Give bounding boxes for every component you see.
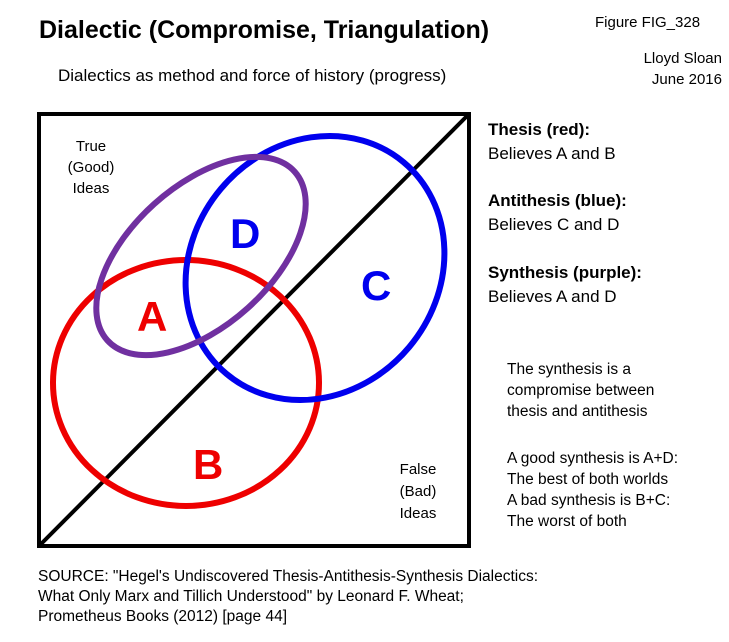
false-label-line: False: [400, 461, 437, 478]
subtitle: Dialectics as method and force of histor…: [58, 66, 447, 85]
legend-antithesis-body: Believes C and D: [488, 215, 620, 234]
figure-id: Figure FIG_328: [595, 14, 701, 31]
legend-thesis: Thesis (red): Believes A and B: [488, 118, 616, 166]
source-line: What Only Marx and Tillich Understood" b…: [38, 588, 464, 605]
region-label-d: D: [230, 210, 260, 257]
legend-synthesis-body: Believes A and D: [488, 287, 617, 306]
false-label-line: Ideas: [400, 505, 437, 522]
note-line: The worst of both: [507, 513, 627, 530]
false-label-line: (Bad): [400, 483, 437, 500]
legend-thesis-body: Believes A and B: [488, 144, 616, 163]
false-ideas-label: False (Bad) Ideas: [400, 461, 437, 522]
diagram-frame: [37, 112, 471, 548]
region-label-b: B: [193, 441, 223, 488]
legend-antithesis-head: Antithesis (blue):: [488, 191, 627, 210]
note-line: A good synthesis is A+D:: [507, 450, 679, 467]
publication-date: June 2016: [651, 71, 722, 88]
legend-synthesis-head: Synthesis (purple):: [488, 263, 642, 282]
true-false-divider: [39, 114, 469, 546]
page-title: Dialectic (Compromise, Triangulation): [39, 16, 490, 44]
true-ideas-label: True (Good) Ideas: [68, 138, 115, 197]
region-label-a: A: [137, 293, 167, 340]
note-line: A bad synthesis is B+C:: [507, 492, 671, 509]
true-label-line: Ideas: [73, 180, 110, 197]
note-line: The best of both worlds: [507, 471, 669, 488]
note-line: thesis and antithesis: [507, 403, 648, 420]
legend-antithesis: Antithesis (blue): Believes C and D: [488, 189, 627, 237]
note-line: compromise between: [507, 382, 655, 399]
synthesis-note: The synthesis is a compromise between th…: [507, 359, 654, 422]
source-citation: SOURCE: "Hegel's Undiscovered Thesis-Ant…: [38, 567, 718, 627]
antithesis-ellipse: [182, 132, 448, 404]
legend-thesis-head: Thesis (red):: [488, 120, 591, 139]
good-bad-note: A good synthesis is A+D: The best of bot…: [507, 448, 678, 532]
region-label-c: C: [361, 262, 391, 309]
legend-synthesis: Synthesis (purple): Believes A and D: [488, 261, 642, 309]
source-line: SOURCE: "Hegel's Undiscovered Thesis-Ant…: [38, 568, 539, 585]
note-line: The synthesis is a: [507, 361, 632, 378]
true-label-line: True: [76, 138, 106, 155]
true-label-line: (Good): [68, 159, 115, 176]
source-line: Prometheus Books (2012) [page 44]: [38, 608, 288, 625]
author-name: Lloyd Sloan: [643, 50, 722, 67]
synthesis-ellipse: [93, 153, 309, 359]
